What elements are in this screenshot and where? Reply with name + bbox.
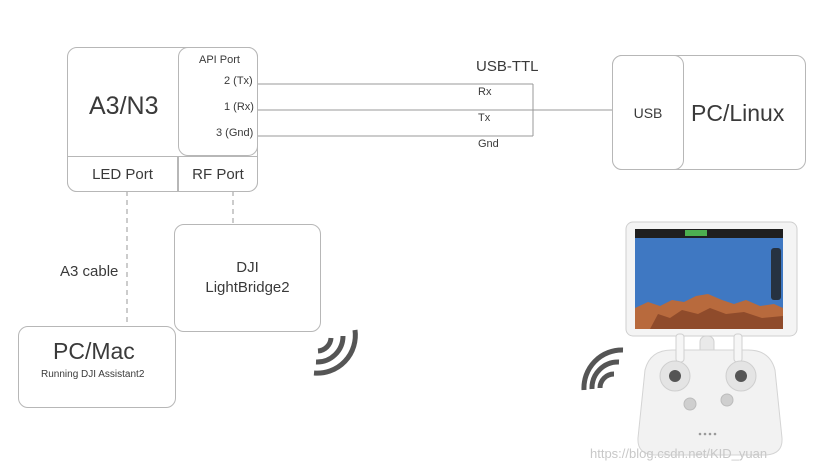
a3-cable-label: A3 cable — [58, 263, 121, 280]
left-stick — [669, 370, 681, 382]
tablet-top-bar — [635, 229, 783, 238]
controller-body — [637, 349, 783, 456]
pc-mac-subtitle: Running DJI Assistant2 — [41, 369, 145, 380]
tablet-status-green — [685, 230, 707, 236]
pc-mac-box — [18, 326, 176, 408]
api-port-label: API Port — [199, 54, 240, 66]
lightbridge-line1: DJI — [236, 259, 259, 276]
right-antenna — [733, 333, 743, 363]
a3-title: A3/N3 — [89, 92, 159, 120]
api-port-block — [178, 47, 258, 156]
usb-ttl-label: USB-TTL — [476, 58, 539, 75]
pin-rx-label: 1 (Rx) — [224, 101, 254, 113]
watermark: https://blog.csdn.net/KID_yuan — [590, 446, 768, 461]
right-button — [720, 393, 734, 407]
usb-ttl-tx-label: Tx — [478, 112, 491, 124]
right-stick — [735, 370, 747, 382]
rf-port-block: RF Port — [178, 156, 258, 192]
lightbridge-box: DJI LightBridge2 — [174, 224, 321, 332]
battery-leds — [698, 432, 717, 436]
pc-linux-title: PC/Linux — [691, 100, 785, 126]
usb-ttl-gnd-label: Gnd — [478, 138, 499, 150]
tablet-right-bar — [771, 248, 781, 300]
pin-gnd-label: 3 (Gnd) — [216, 127, 254, 139]
lightbridge-line2: LightBridge2 — [205, 279, 290, 296]
controller-wireless-icon — [581, 347, 624, 391]
pin-tx-label: 2 (Tx) — [224, 75, 253, 87]
pc-mac-title: PC/Mac — [53, 338, 135, 364]
tablet-rocks — [650, 308, 783, 329]
left-button — [683, 397, 697, 411]
usb-ttl-rx-label: Rx — [478, 86, 492, 98]
rf-port-label: RF Port — [192, 165, 244, 183]
pc-linux-usb-label: USB — [633, 104, 663, 121]
led-port-label: LED Port — [92, 165, 153, 183]
left-antenna — [675, 333, 685, 363]
pc-linux-usb-port: USB — [612, 55, 684, 170]
led-port-block: LED Port — [67, 156, 178, 192]
wireless-signal-icon — [313, 329, 358, 376]
